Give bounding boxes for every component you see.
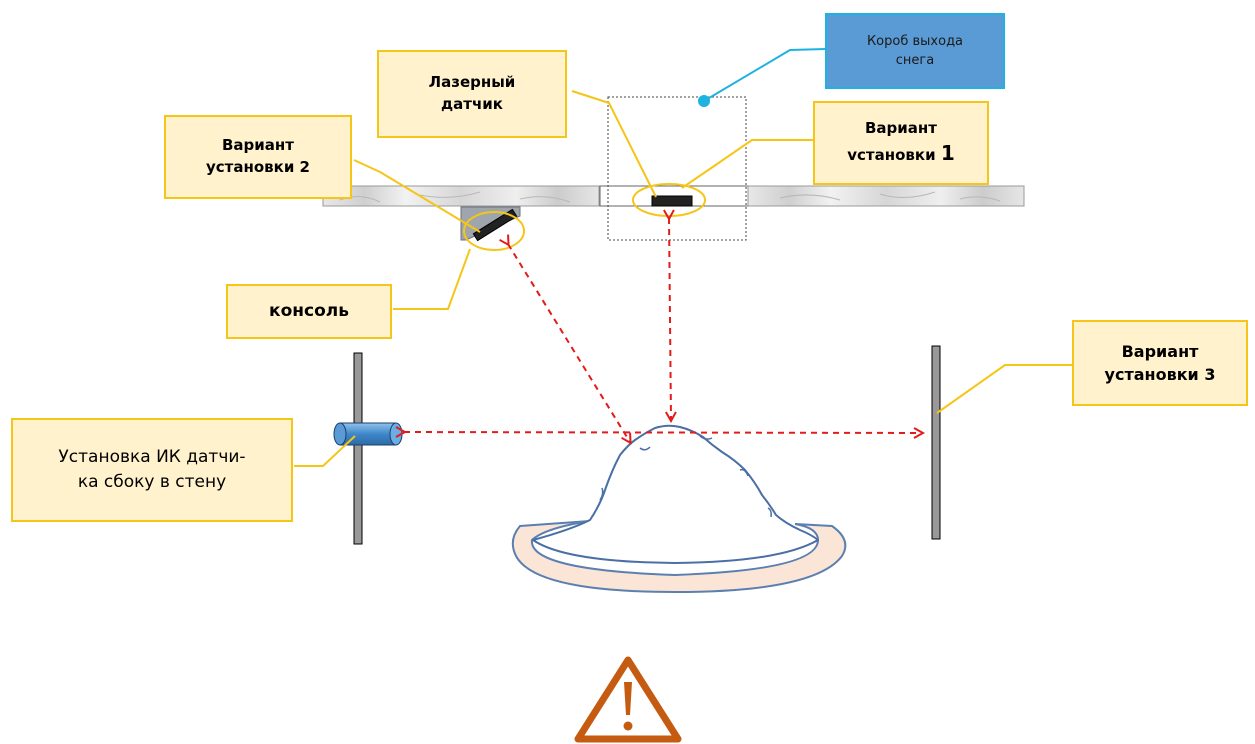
warning-icon: [574, 656, 682, 743]
laser-sensor-label-line2: датчик: [441, 95, 503, 113]
arrow-vertical: [669, 218, 671, 420]
ir-side-label-line2: ка сбоку в стену: [77, 472, 227, 492]
snow-box-label: Короб выхода снега: [825, 13, 1005, 89]
ir-side-label: Установка ИК датчи- ка сбоку в стену: [11, 418, 293, 522]
variant-1-label-number: 1: [940, 141, 955, 166]
laser-sensor-variant2-icon: [472, 208, 518, 242]
variant-2-label-line2: установки 2: [206, 158, 310, 176]
variant-1-label-word: vстановки: [847, 146, 936, 165]
variant-1-label-line1: Вариант: [865, 118, 937, 137]
variant-2-label-line1: Вариант: [222, 136, 294, 155]
variant2-highlight: [463, 211, 525, 251]
snow-exit-box-outline: [607, 96, 747, 241]
snow-box-leader: [703, 48, 827, 102]
snow-pile: [532, 424, 819, 564]
right-wall: [931, 345, 941, 540]
arrow-diagonal: [508, 244, 630, 442]
variant-3-label-line2: установки 3: [1104, 365, 1216, 384]
snow-box-label-line1: Короб выхода: [866, 33, 964, 49]
arrow-horizontal: [404, 432, 922, 433]
leader-lines: [294, 90, 1072, 467]
snow-box-pointer: [698, 95, 710, 107]
variant-1-label: Вариант vстановки 1: [813, 101, 989, 185]
snow-box-label-line2: снега: [895, 53, 935, 68]
left-wall: [353, 352, 363, 545]
laser-sensor-label-line1: Лазерный: [428, 73, 516, 92]
variant-3-label-line1: Вариант: [1121, 341, 1199, 361]
variant-3-label: Вариант установки 3: [1072, 320, 1248, 406]
console-label: консоль: [226, 284, 392, 339]
measurement-arrows: [404, 218, 922, 442]
variant-2-label: Вариант установки 2: [164, 115, 352, 199]
ir-sensor-icon: [333, 422, 403, 446]
console-label-text: консоль: [269, 301, 349, 322]
laser-sensor-icon: [651, 195, 693, 207]
laser-sensor-label: Лазерный датчик: [377, 50, 567, 138]
variant-1-label-line2: vстановки 1: [847, 139, 955, 168]
snow-tray: [511, 520, 847, 594]
ir-side-label-line1: Установка ИК датчи-: [58, 447, 246, 468]
